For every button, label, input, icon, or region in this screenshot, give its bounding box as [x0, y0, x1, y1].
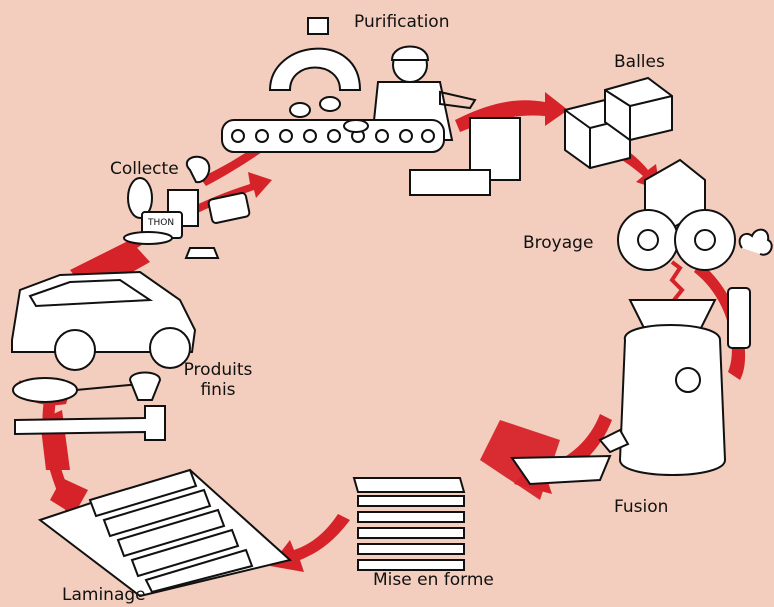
sorting-box [410, 170, 490, 195]
plate [358, 512, 464, 522]
can-icon [290, 103, 310, 117]
can-icon [344, 120, 368, 132]
can-icon [320, 97, 340, 111]
car-wheel [55, 330, 95, 370]
can-lid [124, 232, 172, 244]
plate [358, 544, 464, 554]
label-laminage: Laminage [62, 585, 146, 605]
label-fusion: Fusion [614, 497, 668, 517]
worker-arm [440, 92, 475, 108]
shredded-pieces [672, 262, 682, 300]
plate [358, 496, 464, 506]
frying-pan-handle [76, 384, 140, 390]
conveyor-rollers [232, 130, 434, 142]
furnace-chimney [728, 288, 750, 348]
bag-icon [187, 157, 209, 182]
pipe-icon [15, 406, 165, 440]
plate [358, 560, 464, 570]
frying-pan-icon [13, 378, 77, 402]
gear-lid-icon [186, 248, 218, 258]
magnet-icon [270, 49, 360, 90]
valve-icon [130, 373, 160, 401]
gear-hub [695, 230, 715, 250]
balles-illustration [565, 78, 672, 168]
can-label-text: THON [148, 218, 174, 228]
label-produits-finis: Produits finis [178, 360, 258, 400]
label-broyage: Broyage [523, 233, 593, 253]
worker-helmet [392, 47, 428, 61]
label-balles: Balles [614, 52, 665, 72]
purification-illustration [222, 18, 520, 195]
casting-mold [512, 456, 610, 484]
mise-en-forme-illustration [354, 478, 464, 570]
can-icon [208, 192, 250, 223]
plate-stack-top [354, 478, 464, 492]
gauge-icon [676, 368, 700, 392]
magnet-top [308, 18, 328, 34]
plate [358, 528, 464, 538]
label-produits-finis-line2: finis [178, 380, 258, 400]
label-produits-finis-line1: Produits [178, 360, 258, 380]
label-purification: Purification [354, 12, 449, 32]
label-collecte: Collecte [110, 159, 179, 179]
produits-finis-illustration [12, 272, 195, 440]
gear-hub [638, 230, 658, 250]
arrow-mise-en-forme-to-laminage [270, 514, 350, 572]
furnace-body [620, 325, 725, 475]
label-mise-en-forme: Mise en forme [373, 570, 494, 590]
smoke-icon [740, 230, 772, 255]
